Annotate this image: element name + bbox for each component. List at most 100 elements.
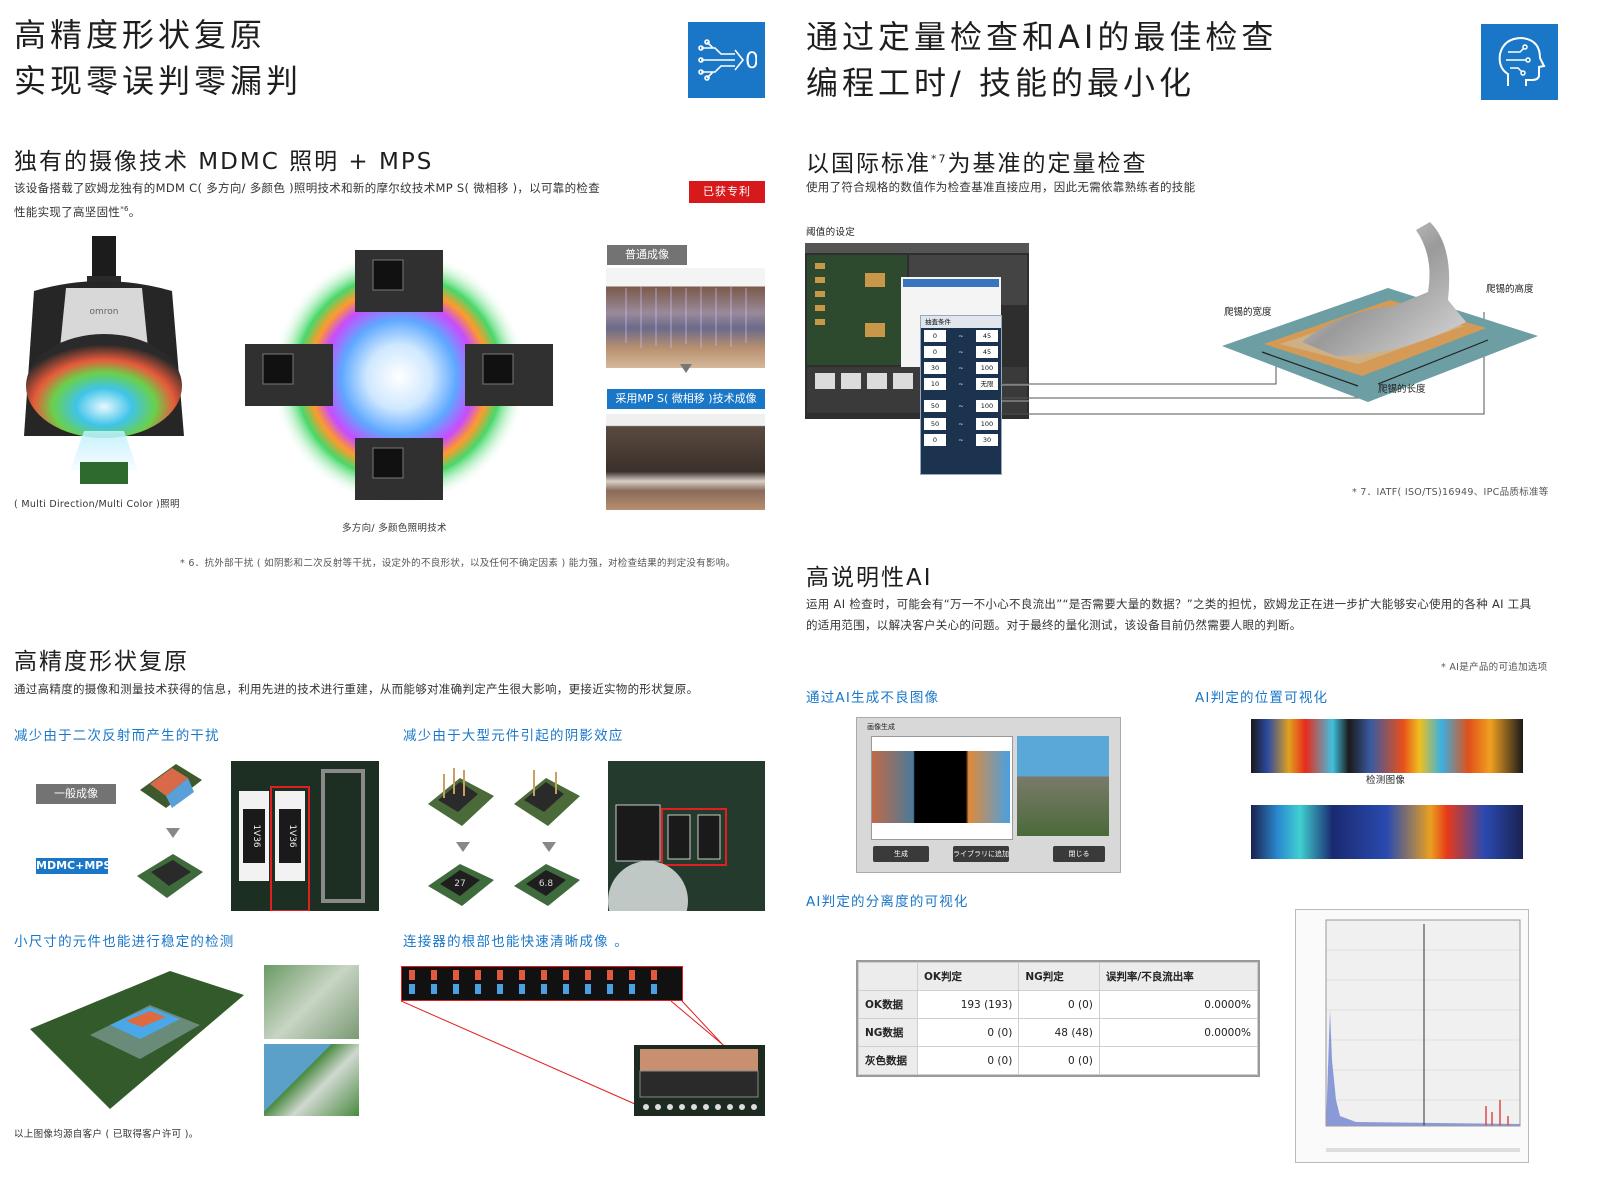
right-title-line2: 编程工时/ 技能的最小化 bbox=[806, 64, 1195, 102]
pcb-component-photo: 1V36 1V36 bbox=[231, 761, 379, 911]
sub-ai-position: AI判定的位置可视化 bbox=[1195, 690, 1329, 706]
mps-imaging-tag: 采用MP S( 微相移 )技术成像 bbox=[607, 389, 765, 409]
threshold-cell[interactable]: 30 bbox=[924, 362, 946, 374]
normal-imaging-image bbox=[606, 268, 765, 368]
camera-illustration: omron bbox=[14, 236, 189, 491]
threshold-cell[interactable]: 50 bbox=[924, 400, 946, 412]
threshold-cell[interactable]: 10 bbox=[924, 378, 946, 390]
threshold-cell: ~ bbox=[958, 332, 964, 340]
detect-image-caption: 检测图像 bbox=[1366, 775, 1406, 786]
table-cell: 0 (0) bbox=[916, 1018, 1020, 1047]
threshold-cell[interactable]: 无限 bbox=[975, 378, 998, 390]
threshold-cell[interactable]: 0 bbox=[924, 346, 946, 358]
connector-photo bbox=[634, 1045, 765, 1116]
general-imaging-tag: 一般成像 bbox=[36, 784, 116, 804]
table-cell: 193 (193) bbox=[916, 990, 1020, 1019]
svg-text:omron: omron bbox=[90, 307, 119, 317]
table-header-cell bbox=[858, 962, 918, 991]
table-row-header: NG数据 bbox=[858, 1018, 918, 1047]
threshold-label: 阈值的设定 bbox=[806, 227, 856, 238]
sub-connector-root: 连接器的根部也能快速清晰成像 。 bbox=[403, 934, 629, 950]
generate-button[interactable]: 生成 bbox=[873, 846, 929, 862]
threshold-cell[interactable]: 100 bbox=[975, 418, 998, 430]
table-header-cell: OK判定 bbox=[916, 962, 1020, 991]
svg-text:6.8: 6.8 bbox=[539, 879, 554, 889]
svg-text:27: 27 bbox=[454, 879, 465, 889]
sub-secondary-reflection: 减少由于二次反射而产生的干扰 bbox=[14, 728, 220, 744]
ai-heatmap-top bbox=[1251, 719, 1523, 773]
threshold-row: 30~100 bbox=[921, 360, 1001, 376]
table-cell: 0 (0) bbox=[1018, 990, 1100, 1019]
svg-text:1V36: 1V36 bbox=[251, 824, 261, 848]
table-cell: 0.0000% bbox=[1098, 1018, 1259, 1047]
threshold-cell[interactable]: 0 bbox=[924, 434, 946, 446]
quant-section-title: 以国际标准*7为基准的定量检查 bbox=[806, 151, 1148, 177]
threshold-cell: ~ bbox=[958, 380, 964, 388]
threshold-cell[interactable]: 0 bbox=[924, 330, 946, 342]
sub-shadow-effect: 减少由于大型元件引起的阴影效应 bbox=[403, 728, 624, 744]
customer-image-footer: 以上图像均源自客户 ( 已取得客户许可 )。 bbox=[14, 1129, 199, 1140]
quant-section-body: 使用了符合规格的数值作为检查基准直接应用，因此无需依靠熟练者的技能 bbox=[806, 180, 1196, 194]
shape-restore-body: 通过高精度的摄像和测量技术获得的信息，利用先进的技术进行重建，从而能够对准确判定… bbox=[14, 682, 699, 696]
left-title-line1: 高精度形状复原 bbox=[14, 16, 267, 54]
shadow-chip-a: 27 bbox=[424, 856, 498, 912]
illumination-caption: 多方向/ 多颜色照明技术 bbox=[342, 523, 447, 534]
table-cell bbox=[1098, 1046, 1259, 1075]
image-generation-window: 画像生成 生成 ライブラリに追加 閉じる bbox=[856, 717, 1121, 873]
sub-ai-separation: AI判定的分离度的可视化 bbox=[806, 894, 969, 910]
threshold-cell[interactable]: 100 bbox=[975, 362, 998, 374]
ai-option-note: * AI是产品的可追加选项 bbox=[1441, 662, 1548, 673]
table-cell: 0.0000% bbox=[1098, 990, 1259, 1019]
threshold-cell[interactable]: 45 bbox=[975, 346, 998, 358]
label-fillet-height: 爬锡的高度 bbox=[1486, 284, 1534, 295]
add-to-library-button[interactable]: ライブラリに追加 bbox=[953, 846, 1009, 862]
threshold-row: 10 ~ 无限 bbox=[921, 376, 1001, 392]
table-row-header: 灰色数据 bbox=[858, 1046, 918, 1075]
threshold-row: 0~30 bbox=[921, 432, 1001, 448]
mdmc-mps-tag: MDMC+MPS bbox=[36, 858, 112, 874]
shadow-3d-b bbox=[510, 764, 584, 836]
threshold-cell: ~ bbox=[958, 348, 964, 356]
threshold-row: 0 ~45 bbox=[921, 328, 1001, 344]
threshold-panel-title: 抽査条件 bbox=[921, 316, 1001, 328]
threshold-cell[interactable]: 50 bbox=[924, 418, 946, 430]
footnote-6: * 6．抗外部干扰 ( 如阴影和二次反射等干扰，设定外的不良形状，以及任何不确定… bbox=[180, 558, 736, 569]
table-row-header: OK数据 bbox=[858, 990, 918, 1019]
left-title-line2: 实现零误判零漏判 bbox=[14, 62, 303, 100]
small-component-photo-bottom bbox=[264, 1044, 359, 1116]
window-title: 画像生成 bbox=[867, 723, 895, 731]
arrow-down-icon bbox=[680, 364, 692, 373]
table-cell: 0 (0) bbox=[916, 1046, 1020, 1075]
pcb-shadow-photo bbox=[608, 761, 765, 911]
right-title-line1: 通过定量检查和AI的最佳检查 bbox=[806, 18, 1278, 56]
arrow-down-icon bbox=[166, 828, 180, 838]
separation-histogram bbox=[1295, 909, 1529, 1163]
label-fillet-length: 爬锡的长度 bbox=[1378, 384, 1426, 395]
threshold-row: 50 ~100 bbox=[921, 416, 1001, 432]
threshold-cell[interactable]: 45 bbox=[975, 330, 998, 342]
threshold-cell[interactable]: 100 bbox=[975, 400, 998, 412]
close-button[interactable]: 閉じる bbox=[1053, 846, 1105, 862]
threshold-cell[interactable]: 30 bbox=[975, 434, 998, 446]
patent-badge: 已获专利 bbox=[689, 181, 765, 203]
label-fillet-width: 爬锡的宽度 bbox=[1224, 307, 1272, 318]
table-cell: 48 (48) bbox=[1018, 1018, 1100, 1047]
small-component-3d bbox=[30, 965, 245, 1111]
small-component-photo-top bbox=[264, 965, 359, 1039]
mps-imaging-image bbox=[606, 414, 765, 510]
normal-imaging-tag: 普通成像 bbox=[607, 245, 687, 265]
explainable-ai-body: 运用 AI 检查时，可能会有“万一不小心不良流出”“是否需要大量的数据？”之类的… bbox=[806, 597, 1532, 632]
sub-small-component: 小尺寸的元件也能进行稳定的检测 bbox=[14, 934, 235, 950]
ai-heatmap-bottom bbox=[1251, 805, 1523, 859]
camera-caption: ( Multi Direction/Multi Color )照明 bbox=[14, 499, 180, 510]
explainable-ai-title: 高说明性AI bbox=[806, 565, 933, 591]
threshold-cell: ~ bbox=[958, 420, 964, 428]
table-cell: 0 (0) bbox=[1018, 1046, 1100, 1075]
arrow-down-icon bbox=[542, 842, 556, 852]
svg-text:0: 0 bbox=[745, 49, 757, 74]
sub-ai-generate: 通过AI生成不良图像 bbox=[806, 690, 940, 706]
shadow-chip-b: 6.8 bbox=[510, 856, 584, 912]
